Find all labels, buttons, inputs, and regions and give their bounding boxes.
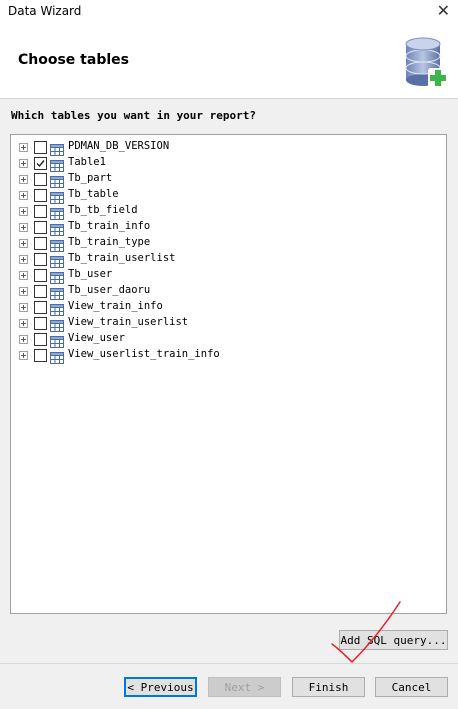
expand-plus-icon[interactable] xyxy=(19,255,28,264)
header-divider xyxy=(0,98,458,99)
close-icon[interactable]: ✕ xyxy=(436,1,450,20)
tree-row[interactable]: View_user xyxy=(11,331,441,348)
table-grid-icon xyxy=(50,173,64,188)
table-name-label: Table1 xyxy=(68,156,106,168)
table-grid-icon xyxy=(50,189,64,204)
expand-plus-icon[interactable] xyxy=(19,207,28,216)
table-name-label: Tb_user xyxy=(68,268,113,280)
cancel-button[interactable]: Cancel xyxy=(375,677,448,697)
table-name-label: View_user xyxy=(68,332,125,344)
table-name-label: Tb_train_type xyxy=(68,236,151,248)
table-checkbox[interactable] xyxy=(34,285,47,298)
table-name-label: Tb_part xyxy=(68,172,113,184)
table-grid-icon xyxy=(50,269,64,284)
table-grid-icon xyxy=(50,253,64,268)
table-grid-icon xyxy=(50,285,64,300)
finish-button[interactable]: Finish xyxy=(292,677,365,697)
table-checkbox[interactable] xyxy=(34,333,47,346)
database-add-icon xyxy=(405,37,448,88)
checkmark-icon xyxy=(36,160,45,168)
table-name-label: Tb_train_userlist xyxy=(68,252,176,264)
expand-plus-icon[interactable] xyxy=(19,287,28,296)
table-checkbox[interactable] xyxy=(34,221,47,234)
table-checkbox[interactable] xyxy=(34,269,47,282)
table-name-label: View_train_info xyxy=(68,300,163,312)
tree-row[interactable]: Tb_train_type xyxy=(11,235,441,252)
table-checkbox[interactable] xyxy=(34,301,47,314)
tables-prompt: Which tables you want in your report? xyxy=(11,109,257,122)
expand-plus-icon[interactable] xyxy=(19,143,28,152)
table-checkbox[interactable] xyxy=(34,349,47,362)
table-name-label: Tb_table xyxy=(68,188,119,200)
tree-row[interactable]: Tb_table xyxy=(11,187,441,204)
table-name-label: Tb_train_info xyxy=(68,220,151,232)
expand-plus-icon[interactable] xyxy=(19,175,28,184)
table-grid-icon xyxy=(50,317,64,332)
table-checkbox[interactable] xyxy=(34,189,47,202)
expand-plus-icon[interactable] xyxy=(19,319,28,328)
tree-row[interactable]: Tb_tb_field xyxy=(11,203,441,220)
table-checkbox[interactable] xyxy=(34,205,47,218)
next-button[interactable]: Next > xyxy=(208,677,281,697)
table-checkbox[interactable] xyxy=(34,157,47,170)
tree-row[interactable]: Tb_user xyxy=(11,267,441,284)
tree-row[interactable]: Table1 xyxy=(11,155,441,172)
tree-row[interactable]: View_train_info xyxy=(11,299,441,316)
tree-row[interactable]: Tb_train_info xyxy=(11,219,441,236)
tree-row[interactable]: PDMAN_DB_VERSION xyxy=(11,139,441,156)
expand-plus-icon[interactable] xyxy=(19,191,28,200)
table-name-label: View_userlist_train_info xyxy=(68,348,220,360)
footer-divider xyxy=(0,663,458,664)
add-sql-query-button[interactable]: Add SQL query... xyxy=(339,630,448,650)
title-bar: Data Wizard ✕ xyxy=(0,0,458,24)
tree-row[interactable]: View_userlist_train_info xyxy=(11,347,441,364)
table-checkbox[interactable] xyxy=(34,317,47,330)
tree-row[interactable]: View_train_userlist xyxy=(11,315,441,332)
window-title: Data Wizard xyxy=(8,4,82,18)
expand-plus-icon[interactable] xyxy=(19,335,28,344)
tree-row[interactable]: Tb_train_userlist xyxy=(11,251,441,268)
table-grid-icon xyxy=(50,141,64,156)
table-name-label: Tb_tb_field xyxy=(68,204,138,216)
table-grid-icon xyxy=(50,333,64,348)
expand-plus-icon[interactable] xyxy=(19,271,28,280)
table-checkbox[interactable] xyxy=(34,173,47,186)
table-grid-icon xyxy=(50,221,64,236)
table-grid-icon xyxy=(50,237,64,252)
table-grid-icon xyxy=(50,301,64,316)
tree-row[interactable]: Tb_part xyxy=(11,171,441,188)
table-grid-icon xyxy=(50,349,64,364)
table-grid-icon xyxy=(50,205,64,220)
expand-plus-icon[interactable] xyxy=(19,303,28,312)
expand-plus-icon[interactable] xyxy=(19,159,28,168)
table-name-label: Tb_user_daoru xyxy=(68,284,151,296)
page-title: Choose tables xyxy=(18,52,129,68)
expand-plus-icon[interactable] xyxy=(19,223,28,232)
tree-row[interactable]: Tb_user_daoru xyxy=(11,283,441,300)
table-checkbox[interactable] xyxy=(34,253,47,266)
wizard-header: Choose tables xyxy=(0,24,458,98)
table-checkbox[interactable] xyxy=(34,141,47,154)
expand-plus-icon[interactable] xyxy=(19,351,28,360)
table-checkbox[interactable] xyxy=(34,237,47,250)
expand-plus-icon[interactable] xyxy=(19,239,28,248)
table-grid-icon xyxy=(50,157,64,172)
table-name-label: View_train_userlist xyxy=(68,316,189,328)
table-name-label: PDMAN_DB_VERSION xyxy=(68,140,170,152)
previous-button[interactable]: < Previous xyxy=(124,677,197,697)
